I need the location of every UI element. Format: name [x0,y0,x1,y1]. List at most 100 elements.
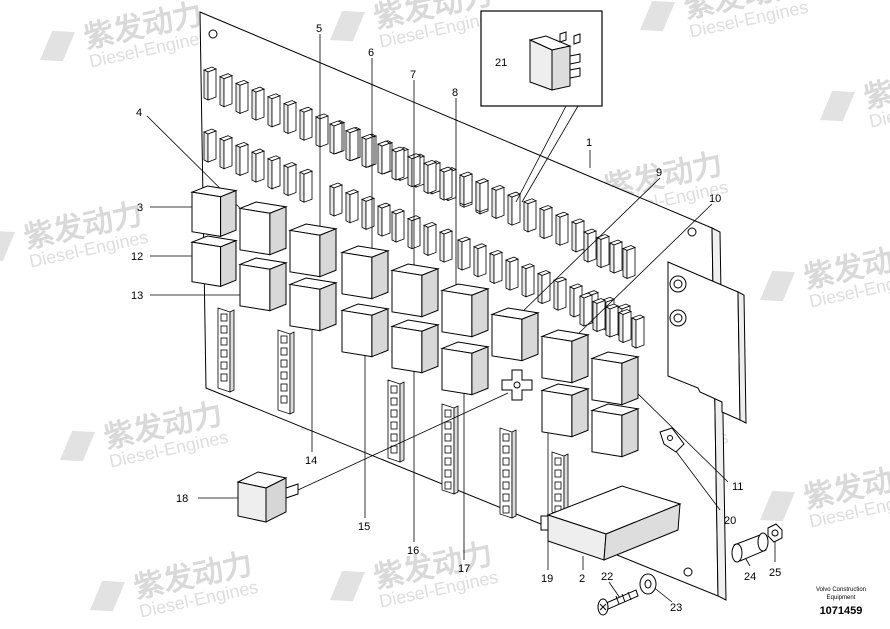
fuse-icon [345,189,359,224]
screw [597,589,639,616]
fuse-icon [583,228,597,263]
fuse-icon [423,159,437,195]
callout-24: 24 [744,571,756,583]
fuse-icon [235,79,249,115]
fuse-icon [571,218,585,253]
fuse-array [203,66,645,349]
fuse-icon [439,228,453,263]
connector-strip [217,307,235,393]
fuse-icon [521,263,535,298]
callout-10: 10 [709,193,721,205]
callout-6: 6 [368,47,374,59]
manufacturer-line-2: Equipment [826,595,856,601]
fuse-icon [631,314,645,349]
manufacturer-stamp: Volvo Construction Equipment 1071459 [816,586,866,617]
relay-icon [340,245,390,300]
callout-22: 22 [601,571,613,583]
callout-5: 5 [316,23,322,35]
spacer [731,532,769,563]
callout-4: 4 [136,107,142,119]
fuse-icon [299,168,313,203]
fuse-icon [315,113,329,148]
control-module [540,485,682,561]
fuse-icon [283,100,297,135]
fuse-icon [345,127,359,162]
fuse-icon [579,292,593,327]
connector-strip [277,329,295,415]
callout-1: 1 [586,137,592,149]
callout-17: 17 [458,563,470,575]
fuse-icon [251,86,265,121]
relay-icon [440,341,490,396]
callout-labels: 1 2 3 4 5 6 7 8 9 10 11 12 13 14 15 16 1… [131,23,781,614]
relay-icon [540,329,590,384]
relay-icon [540,383,590,438]
fuse-icon [539,205,553,240]
fuse-icon [459,171,473,206]
fuse-icon [329,182,343,217]
fuse-icon [457,236,471,271]
fuse-icon [219,135,233,170]
washer [639,573,657,595]
fuse-icon [203,128,217,163]
fuse-icon [596,234,610,269]
callout-9: 9 [656,167,662,179]
callout-25: 25 [769,567,781,579]
inset-detail-box [480,10,603,107]
callout-23: 23 [670,602,682,614]
connector-strip [551,451,569,517]
fuse-icon [267,93,281,128]
callout-7: 7 [410,69,416,81]
fuse-icon [507,191,521,226]
callout-16: 16 [407,545,419,557]
cross-connector [501,369,533,401]
fuse-icon [609,239,623,274]
fuse-icon [251,148,265,183]
fuse-icon [505,256,519,291]
callout-13: 13 [131,290,143,302]
hex-nut [767,523,783,543]
leader-lines [146,34,776,603]
fuse-icon [299,106,313,141]
manufacturer-line-1: Volvo Construction [815,587,866,593]
relay-icon [238,201,288,256]
fuse-icon [391,208,405,243]
callout-11: 11 [732,481,743,493]
relay-icon [288,277,338,332]
fuse-icon [555,211,569,246]
fuse-icon [203,66,217,101]
callout-21: 21 [495,57,507,69]
fuse-icon [235,141,249,177]
relay-icon [190,185,238,238]
relay-icon [238,257,288,312]
fuse-icon [553,276,567,311]
callout-12: 12 [131,251,143,263]
fuse-icon [473,243,487,278]
callout-2: 2 [579,573,585,585]
fuse-icon [523,198,537,233]
callout-14: 14 [305,455,317,467]
callout-18: 18 [176,493,188,505]
relay-icon [440,283,490,338]
connector-strip [387,379,405,463]
fuse-icon [423,221,437,257]
callout-19: 19 [541,573,553,585]
callout-8: 8 [452,87,458,99]
fuse-icon [391,146,405,181]
relay-icon [590,351,640,406]
relay-array [190,185,640,458]
fuse-icon [475,178,489,213]
fuse-icon [491,184,505,220]
relay-icon [390,263,440,318]
relay-icon [190,235,238,288]
fuse-icon [622,245,636,280]
part-code: 1071459 [819,605,863,617]
callout-15: 15 [358,521,370,533]
